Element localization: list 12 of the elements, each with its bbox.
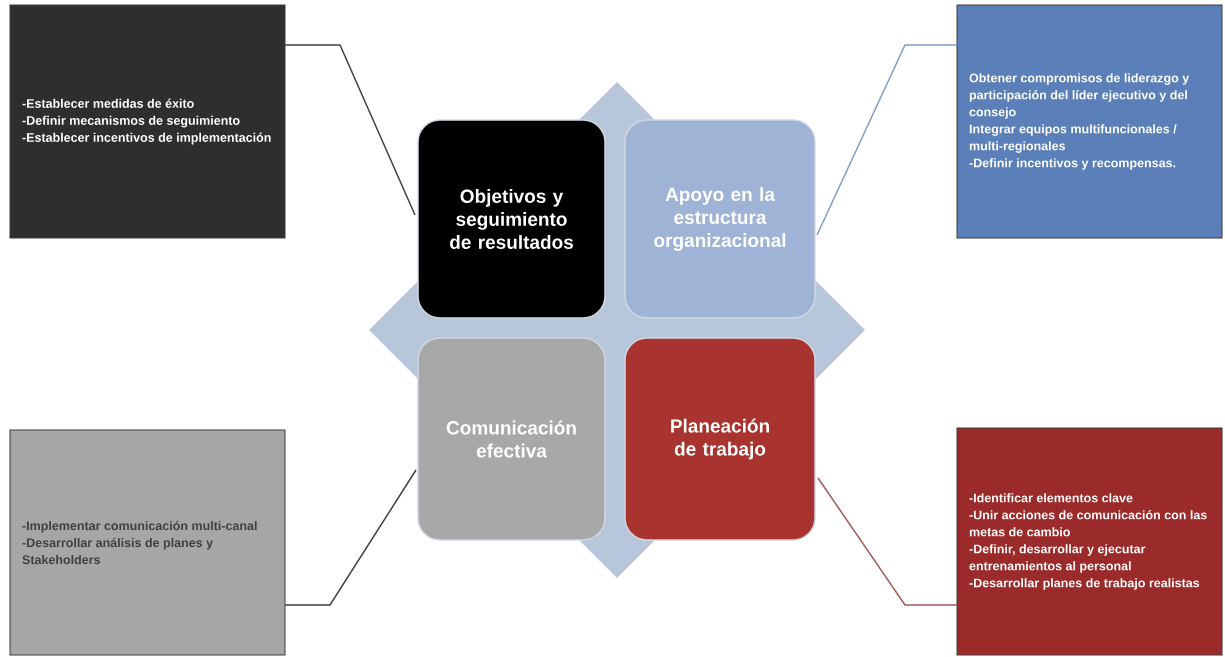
text-box: -Identificar elementos clave -Unir acciones de comunicación con las metas de cambio -Definir, desarrollar y ejecutar entrenamientos al personal -Desarrollar planes de trabajo realistas [956,427,1223,656]
connector-line [816,44,958,236]
connector-line [284,44,416,216]
connector-line [817,477,958,606]
text-box: -Establecer medidas de éxito -Definir mecanismos de seguimiento -Establecer incentivos de implementación [9,4,286,239]
rounded-square: Apoyo en la estructura organizacional [624,119,816,319]
text-box: -Implementar comunicación multi-canal -Desarrollar análisis de planes y Stakeholders [9,429,286,656]
text-box: Obtener compromisos de liderazgo y participación del líder ejecutivo y del consejo Integrar equipos multifuncionales / multi-regionales -Definir incentivos y recompensas. [956,4,1223,239]
rounded-square: Planeación de trabajo [624,337,816,541]
rounded-square: Comunicación efectiva [417,337,606,541]
connector-line [284,469,417,606]
rounded-square: Objetivos y seguimiento de resultados [417,119,606,319]
